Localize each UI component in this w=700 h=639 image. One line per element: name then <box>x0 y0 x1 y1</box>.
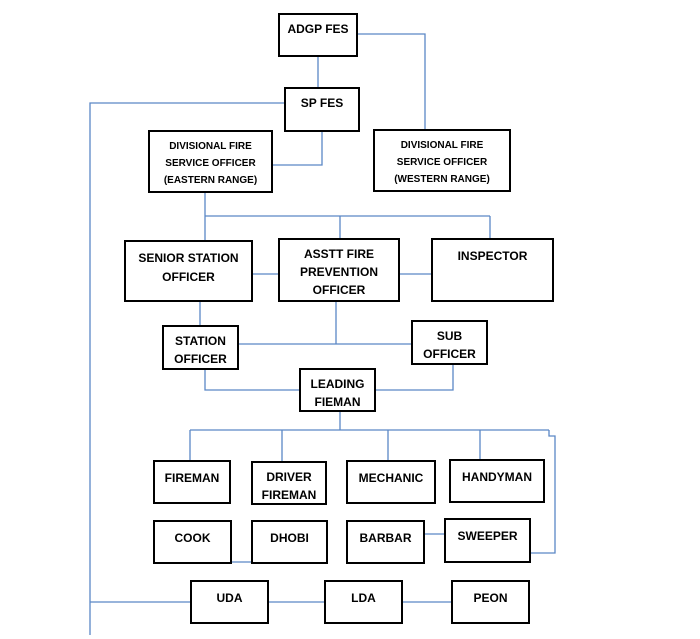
label-handyman: HANDYMAN <box>462 470 532 484</box>
label-inspector: INSPECTOR <box>457 249 528 263</box>
box-asstt-fire-prevention-officer: ASSTT FIRE PREVENTION OFFICER <box>278 238 400 302</box>
box-leading-fieman: LEADING FIEMAN <box>299 368 376 412</box>
label-peon: PEON <box>473 591 508 605</box>
box-station-officer: STATION OFFICER <box>162 325 239 370</box>
label-leading-fieman: LEADING FIEMAN <box>310 377 365 409</box>
box-fireman: FIREMAN <box>153 460 231 504</box>
box-peon: PEON <box>451 580 530 624</box>
box-handyman: HANDYMAN <box>449 459 545 503</box>
label-mechanic: MECHANIC <box>358 471 424 485</box>
label-station-officer: STATION OFFICER <box>174 334 227 366</box>
box-adgp-fes: ADGP FES <box>278 13 358 57</box>
box-mechanic: MECHANIC <box>346 460 436 504</box>
label-cook: COOK <box>174 531 211 545</box>
box-uda: UDA <box>190 580 269 624</box>
box-barbar: BARBAR <box>346 520 425 564</box>
box-cook: COOK <box>153 520 232 564</box>
connector-leading-branch <box>189 412 549 461</box>
box-dhobi: DHOBI <box>251 520 328 564</box>
connector-adgp-western <box>358 33 426 129</box>
label-dfso-western-range: DIVISIONAL FIRE SERVICE OFFICER (WESTERN… <box>394 140 490 185</box>
connector-sp-eastern <box>273 132 323 166</box>
connector-station-leading <box>204 370 299 391</box>
label-asstt-fire-prevention-officer: ASSTT FIRE PREVENTION OFFICER <box>299 247 378 297</box>
label-uda: UDA <box>216 591 243 605</box>
box-senior-station-officer: SENIOR STATION OFFICER <box>124 240 253 302</box>
label-dhobi: DHOBI <box>270 531 309 545</box>
connector-eastern-branch <box>204 193 491 240</box>
box-sub-officer: SUB OFFICER <box>411 320 488 365</box>
label-sub-officer: SUB OFFICER <box>423 329 476 361</box>
label-driver-fireman: DRIVER FIREMAN <box>261 470 317 502</box>
box-inspector: INSPECTOR <box>431 238 554 302</box>
box-sweeper: SWEEPER <box>444 518 531 563</box>
connector-sp-left-rail <box>89 102 284 635</box>
label-dfso-eastern-range: DIVISIONAL FIRE SERVICE OFFICER (EASTERN… <box>163 141 258 186</box>
label-fireman: FIREMAN <box>164 471 220 485</box>
label-sweeper: SWEEPER <box>457 529 518 543</box>
box-dfso-western-range: DIVISIONAL FIRE SERVICE OFFICER (WESTERN… <box>373 129 511 192</box>
label-sp-fes: SP FES <box>300 96 344 110</box>
label-barbar: BARBAR <box>359 531 412 545</box>
box-driver-fireman: DRIVER FIREMAN <box>251 461 327 505</box>
label-senior-station-officer: SENIOR STATION OFFICER <box>138 251 239 284</box>
box-sp-fes: SP FES <box>284 87 360 132</box>
box-lda: LDA <box>324 580 403 624</box>
label-adgp-fes: ADGP FES <box>287 22 349 36</box>
box-dfso-eastern-range: DIVISIONAL FIRE SERVICE OFFICER (EASTERN… <box>148 130 273 193</box>
connector-right-rail <box>531 430 556 554</box>
label-lda: LDA <box>351 591 376 605</box>
connector-sub-leading <box>376 365 454 391</box>
